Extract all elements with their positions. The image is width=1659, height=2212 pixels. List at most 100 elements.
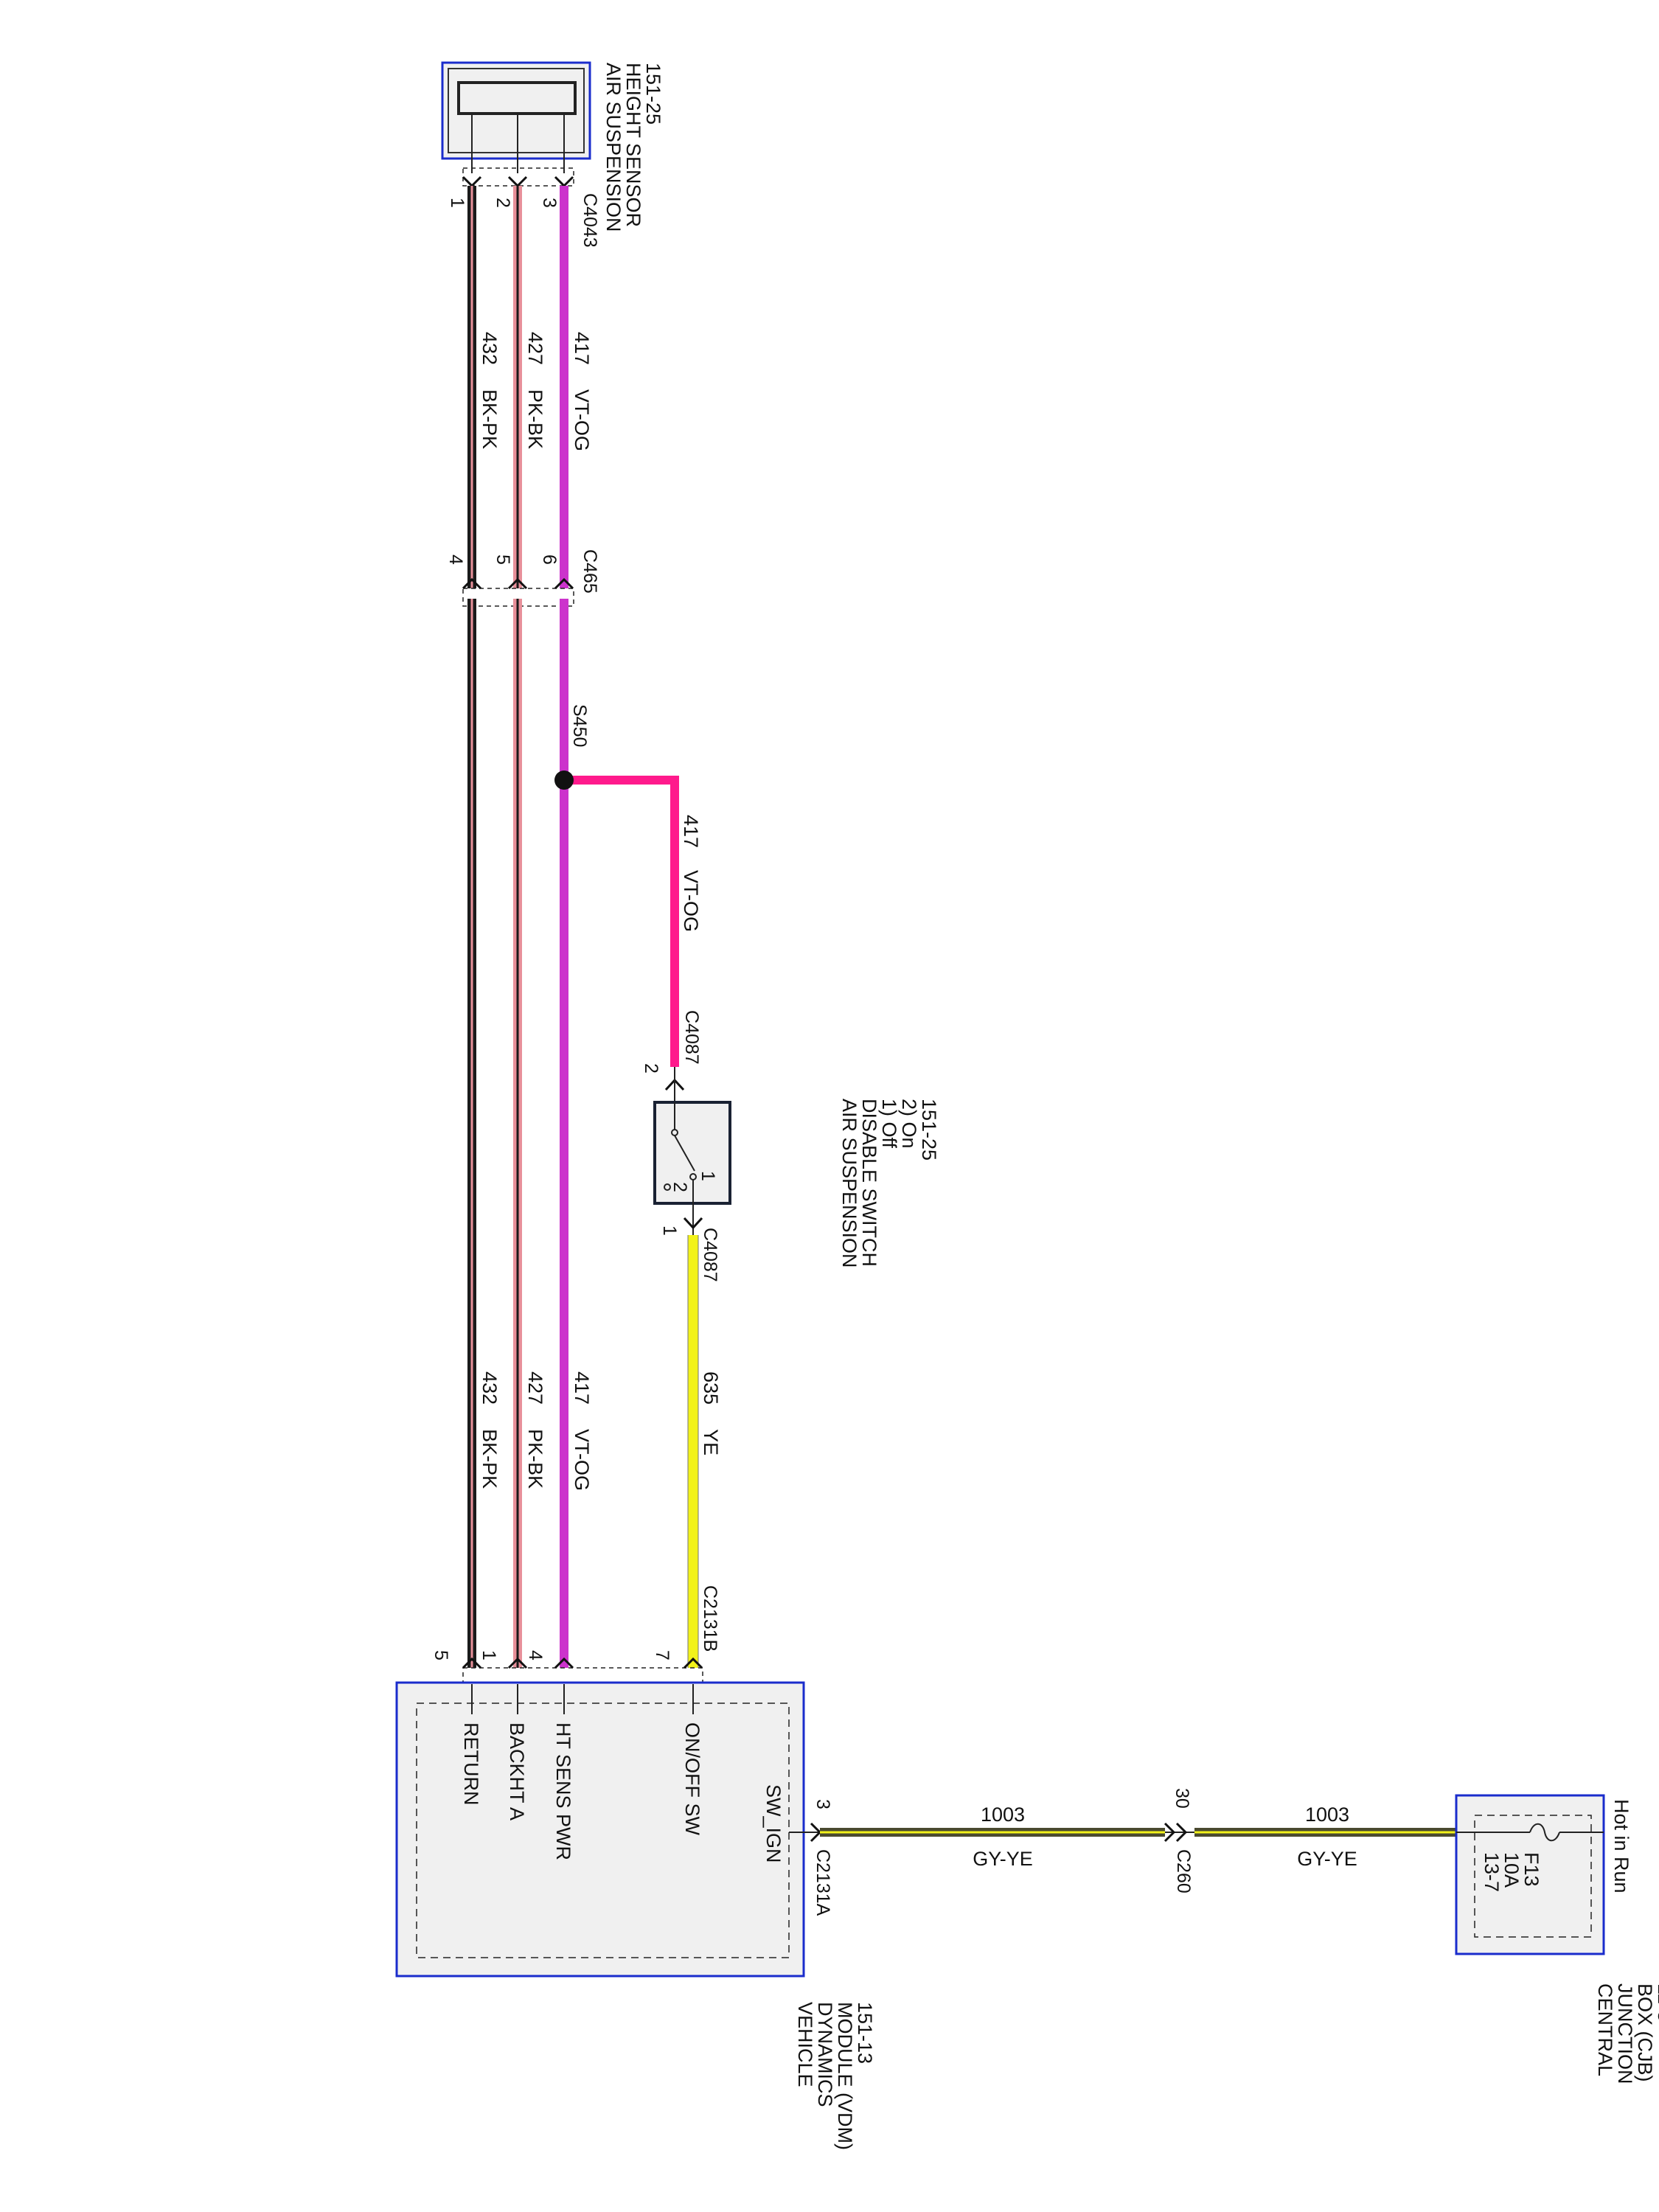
c2131b-name: C2131B [700, 1585, 720, 1652]
c2131b-pin-4: 4 [525, 1650, 546, 1660]
height-sensor-inner [448, 68, 585, 153]
wire-1003-seg2-color: GY-YE [1297, 1848, 1357, 1870]
vdm-pin-backht-a: BACKHT A [506, 1722, 528, 1820]
disable-switch-pos-1: 1) Off [878, 1099, 900, 1149]
c465-pin-6: 6 [539, 554, 560, 565]
wire-432-lower-circuit: 432 [479, 1371, 501, 1405]
fuse-f13-icon [1529, 1823, 1560, 1842]
vdm-pin-sw-ign: SW_IGN [762, 1784, 785, 1863]
vdm-name-1: VEHICLE [794, 2002, 816, 2087]
c4087-top-name: C4087 [681, 1010, 702, 1065]
c2131b-pin-7: 7 [652, 1650, 672, 1660]
c2131a-name: C2131A [813, 1849, 833, 1916]
wire-427-lower-color: PK-BK [524, 1429, 546, 1489]
wire-432-upper-color: BK-PK [479, 389, 501, 449]
connector-c260: 30 C260 [1164, 1788, 1194, 1893]
wire-432-upper-circuit: 432 [479, 332, 501, 365]
vdm-ref: 151-13 [854, 2002, 876, 2064]
c2131b-pin-1: 1 [479, 1650, 499, 1660]
disable-switch-name-1: AIR SUSPENSION [838, 1099, 860, 1268]
fuse-f13-ref: 13-7 [1481, 1852, 1503, 1892]
cjb-ref: 11-3 [1654, 1983, 1659, 2022]
wire-635-circuit: 635 [700, 1371, 722, 1405]
wire-417-lower-color: VT-OG [571, 1429, 593, 1491]
wire-635-color: YE [700, 1429, 722, 1455]
cjb-name-1: CENTRAL [1594, 1983, 1616, 2076]
vdm-name-2: DYNAMICS [814, 2002, 836, 2107]
c2131a-pin: 3 [813, 1799, 833, 1809]
connector-c465: 4 5 6 C465 [445, 549, 600, 607]
wire-417-upper-color: VT-OG [571, 389, 593, 451]
c2131b-pin-5: 5 [431, 1650, 451, 1660]
c465-pin-5: 5 [493, 554, 513, 565]
vdm-pin-on-off-sw: ON/OFF SW [681, 1722, 703, 1835]
c4043-pin-1: 1 [447, 198, 467, 208]
c4043-pin-2: 2 [493, 198, 513, 208]
wire-427-lower-circuit: 427 [524, 1371, 546, 1405]
cjb-hot-in-run: Hot in Run [1610, 1799, 1632, 1893]
wire-1003-seg1-color: GY-YE [973, 1848, 1033, 1870]
c4087-bottom-pin: 1 [659, 1225, 680, 1236]
c4087-top-pin: 2 [641, 1063, 661, 1074]
c260-pin: 30 [1172, 1788, 1192, 1809]
disable-switch-blade [674, 1135, 695, 1172]
cjb-name-2: JUNCTION [1614, 1983, 1636, 2084]
vdm-frame [395, 1681, 805, 1978]
height-sensor-ref: 151-25 [642, 63, 664, 125]
wire-417-branch [564, 776, 679, 1067]
disable-switch-name-2: DISABLE SWITCH [858, 1099, 880, 1267]
disable-switch-ref: 151-25 [918, 1099, 940, 1161]
wire-427-upper-circuit: 427 [524, 332, 546, 365]
vdm-label: VEHICLE DYNAMICS MODULE (VDM) 151-13 [794, 2002, 876, 2150]
wires-upper [467, 186, 568, 588]
splice-s450: S450 [554, 704, 679, 1067]
wire-1003-seg1-circuit: 1003 [981, 1804, 1025, 1826]
disable-switch-label: AIR SUSPENSION DISABLE SWITCH 1) Off 2) … [838, 1099, 940, 1268]
height-sensor-label: AIR SUSPENSION HEIGHT SENSOR 151-25 [602, 63, 664, 232]
fuse-f13-name: F13 [1520, 1852, 1543, 1887]
vdm-name-3: MODULE (VDM) [834, 2002, 856, 2150]
c4043-pin-3-terminal [554, 175, 574, 188]
height-sensor [441, 61, 591, 173]
c4043-pin-2-terminal [507, 175, 528, 188]
disable-switch-pos-2: 2) On [898, 1099, 920, 1149]
cjb-name-3: BOX (CJB) [1634, 1983, 1656, 2082]
splice-s450-dot [554, 771, 574, 790]
connector-c2131b: 5 1 4 7 C2131B [431, 1585, 720, 1685]
vdm-pin-return: RETURN [460, 1722, 482, 1806]
wire-417-lower-circuit: 417 [571, 1371, 593, 1405]
vdm-pin-ht-sens-pwr: HT SENS PWR [552, 1722, 574, 1860]
cjb: F13 10A 13-7 [1455, 1794, 1605, 1955]
vdm-module: RETURN BACKHT A HT SENS PWR ON/OFF SW SW… [395, 1681, 820, 1978]
cjb-frame [1455, 1794, 1605, 1955]
fuse-f13-rating: 10A [1500, 1852, 1523, 1888]
height-sensor-frame [441, 61, 591, 160]
connector-c4087-bottom: 1 C4087 [659, 1203, 720, 1282]
c4043-name: C4043 [580, 193, 600, 248]
c4043-pin-3: 3 [539, 198, 560, 208]
connector-c4087-top: 2 C4087 [641, 1010, 702, 1102]
wires-lower [467, 599, 568, 1668]
wire-417-branch-circuit: 417 [680, 815, 702, 848]
c4043-pin-1-terminal [462, 175, 482, 188]
c465-name: C465 [580, 549, 600, 594]
wire-417-upper-circuit: 417 [571, 332, 593, 365]
c260-name: C260 [1173, 1849, 1194, 1893]
wire-427-upper-color: PK-BK [524, 389, 546, 449]
c4087-bottom-name: C4087 [700, 1228, 720, 1282]
wire-417-branch-color: VT-OG [680, 870, 702, 932]
height-sensor-name-2: HEIGHT SENSOR [622, 63, 644, 227]
cjb-inner [1474, 1815, 1592, 1938]
disable-switch: 1 2 [653, 1101, 731, 1205]
splice-s450-label: S450 [569, 704, 590, 747]
wire-1003-seg2-circuit: 1003 [1305, 1804, 1349, 1826]
wire-432-lower-color: BK-PK [479, 1429, 501, 1489]
cjb-label: CENTRAL JUNCTION BOX (CJB) 11-3 [1594, 1983, 1659, 2084]
connector-c4043: 1 2 3 C4043 [447, 167, 600, 248]
height-sensor-name-1: AIR SUSPENSION [602, 63, 625, 232]
disable-switch-contact-2: 2 [669, 1182, 690, 1192]
connector-c2131a: 3 C2131A [810, 1799, 833, 1916]
c465-pin-4: 4 [445, 554, 466, 565]
disable-switch-contact-1: 1 [698, 1171, 718, 1181]
